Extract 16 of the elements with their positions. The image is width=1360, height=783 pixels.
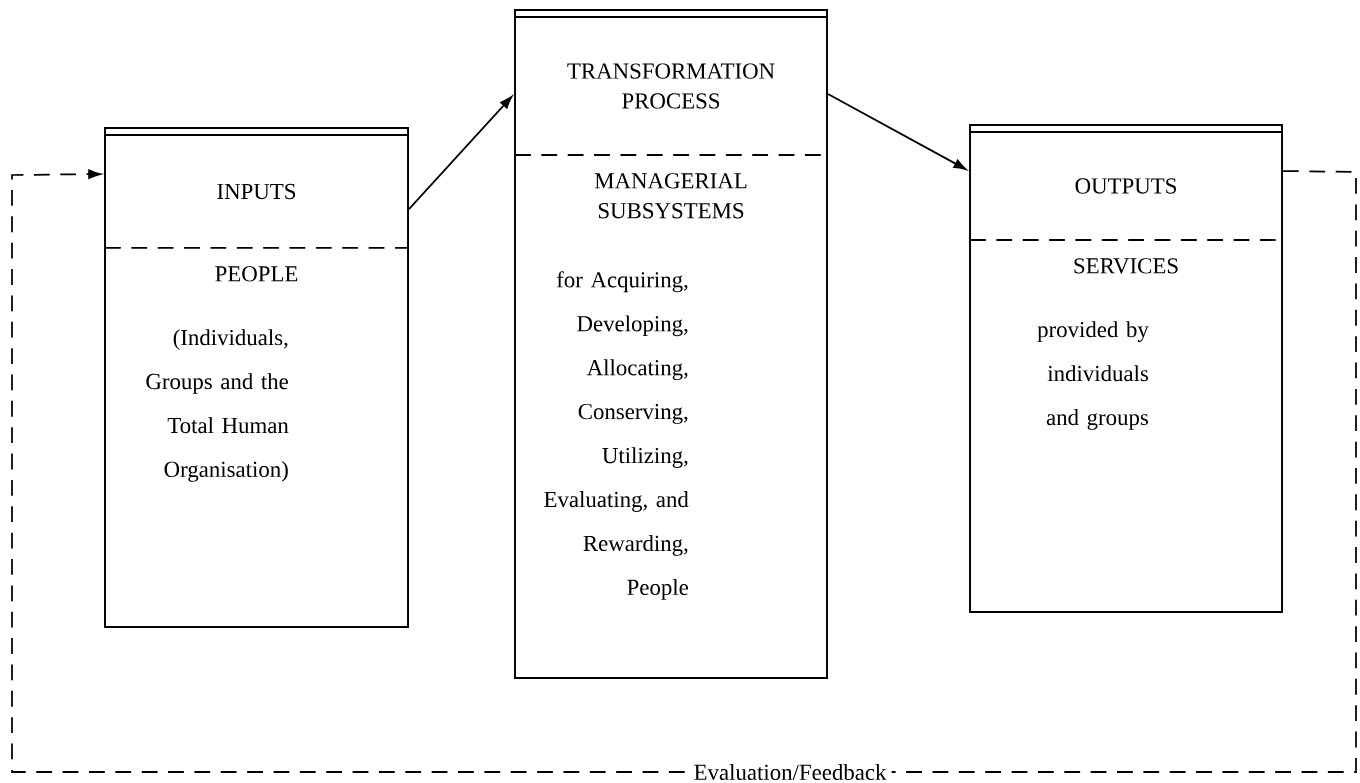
edge-label: Evaluation/Feedback xyxy=(688,758,892,783)
box-subheading: MANAGERIAL SUBSYSTEMS xyxy=(594,173,747,219)
process-box xyxy=(104,127,409,628)
box-heading: TRANSFORMATION PROCESS xyxy=(567,63,775,109)
box-text: provided by individuals and groups xyxy=(1037,321,1149,430)
box-text: for Acquiring, Developing, Allocating, Conserving, Utilizing, Evaluating, and Rewarding, People xyxy=(544,271,689,600)
box-heading: INPUTS xyxy=(217,183,296,200)
box-subheading: SERVICES xyxy=(1074,258,1178,274)
process-box xyxy=(514,9,828,679)
arrow xyxy=(827,93,967,170)
arrow xyxy=(408,96,513,210)
box-text: (Individuals, Groups and the Total Human Organisation) xyxy=(146,329,289,482)
box-subheading: PEOPLE xyxy=(215,266,298,282)
box-heading: OUTPUTS xyxy=(1075,178,1176,194)
arrow xyxy=(11,169,1357,773)
process-box xyxy=(969,124,1283,613)
